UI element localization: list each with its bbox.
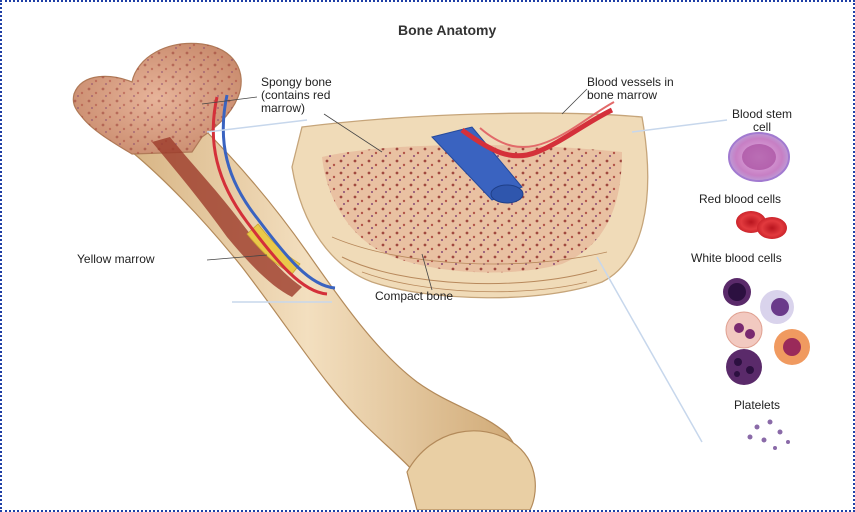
label-compact-bone: Compact bone [375,290,453,303]
diagram-title: Bone Anatomy [398,24,496,37]
label-blood-vessels: Blood vessels in bone marrow [587,76,674,102]
label-spongy-bone: Spongy bone (contains red marrow) [261,76,332,115]
stem-cell-icon [729,133,789,181]
label-yellow-marrow: Yellow marrow [77,253,155,266]
label-red-blood-cells: Red blood cells [699,193,781,206]
white-blood-cell-icon [723,278,810,385]
label-white-blood-cells: White blood cells [691,252,782,265]
bone-cross-section-icon [292,102,648,298]
red-blood-cell-icon [736,211,787,239]
platelet-icon [748,420,791,451]
label-platelets: Platelets [734,399,780,412]
label-blood-stem-cell: Blood stem cell [722,108,802,134]
